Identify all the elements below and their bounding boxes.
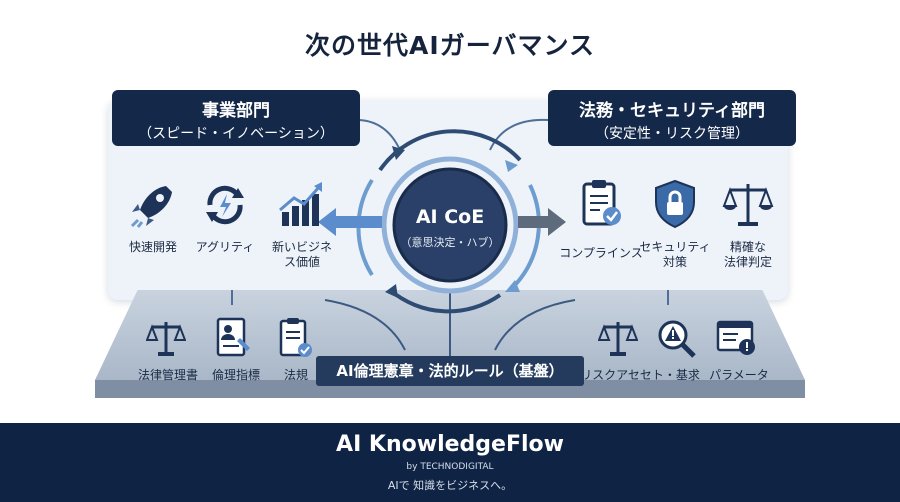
rocket-icon xyxy=(130,186,172,228)
clipboard-check-icon xyxy=(279,318,312,357)
footer-byline: by TECHNODIGITAL xyxy=(406,462,494,472)
agility-cycle-icon xyxy=(206,185,244,225)
base-left-label: 倫理指標 xyxy=(211,368,260,382)
coe-title: AI CoE xyxy=(415,206,485,228)
scales-icon xyxy=(146,322,186,356)
left-item-label: アグリティ xyxy=(195,240,255,254)
right-item-label: セキュリティ 対策 xyxy=(639,240,711,269)
document-person-icon xyxy=(216,317,250,357)
legal-security-box: 法務・セキュリティ部門 （安定性・リスク管理） xyxy=(548,90,796,146)
arrow-head-top xyxy=(392,146,405,160)
base-left-label: 法規 xyxy=(283,368,308,382)
cycle-arc-bottom xyxy=(388,288,502,314)
left-item-label: 快速開発 xyxy=(128,240,177,254)
connector-right-bottom xyxy=(494,299,576,351)
connector-left-bottom xyxy=(324,299,406,351)
foundation-banner: AI倫理憲章・法的ルール（基盤） xyxy=(316,356,584,386)
window-alert-icon xyxy=(716,320,755,355)
legal-security-title: 法務・セキュリティ部門 xyxy=(579,101,765,121)
business-unit-box: 事業部門 （スピード・イノベーション） xyxy=(112,90,360,146)
base-left-label: 法律管理書 xyxy=(137,368,198,382)
business-unit-title: 事業部門 xyxy=(202,101,270,121)
arrow-left-head xyxy=(318,208,336,236)
arrow-right-head xyxy=(548,208,566,236)
business-unit-subtitle: （スピード・イノベーション） xyxy=(138,126,334,142)
inner-ring xyxy=(381,156,519,294)
scales-icon xyxy=(598,322,638,356)
clipboard-check-icon xyxy=(582,180,621,226)
footer-brand: AI KnowledgeFlow xyxy=(336,432,564,457)
arrow-right-bar xyxy=(518,216,552,228)
right-item-label: コンプラインス xyxy=(559,246,643,260)
coe-subtitle: （意思決定・ハブ） xyxy=(400,236,500,249)
left-item-label: 新いビジネ ス価値 xyxy=(271,240,332,269)
base-right-label: リスクアセセト・基求 xyxy=(580,368,700,382)
shield-lock-icon xyxy=(655,179,695,229)
footer-tagline: AIで 知識をビジネスへ。 xyxy=(387,479,513,492)
scales-icon xyxy=(722,184,774,226)
growth-chart-icon xyxy=(279,182,322,226)
foundation-edge xyxy=(95,380,805,398)
connector-right-top xyxy=(489,118,549,151)
warning-magnifier-icon xyxy=(658,320,696,358)
base-right-label: パラメータ xyxy=(709,368,769,382)
page-title: 次の世代AIガーバマンス xyxy=(305,31,595,60)
coe-hub xyxy=(392,167,508,283)
right-item-label: 精確な 法律判定 xyxy=(723,240,772,269)
footer xyxy=(0,423,900,502)
legal-security-subtitle: （安定性・リスク管理） xyxy=(595,126,749,142)
arrow-left-bar xyxy=(330,216,382,228)
cycle-arc-right xyxy=(513,184,541,287)
